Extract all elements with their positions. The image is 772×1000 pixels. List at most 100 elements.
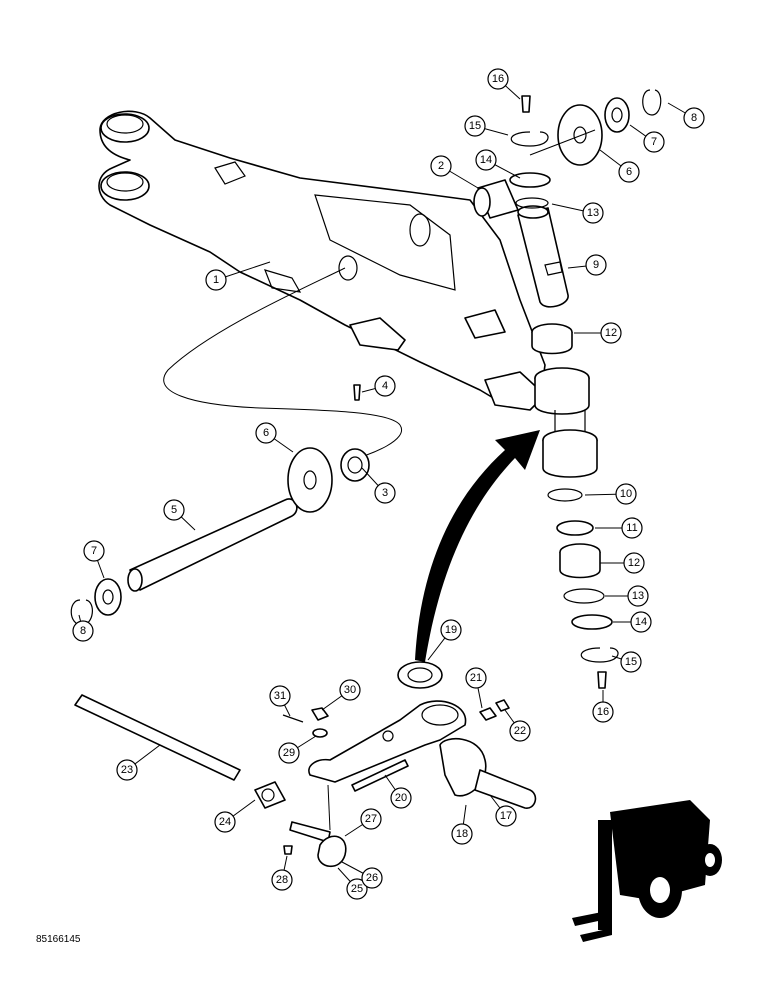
snap-ring-8-top: [642, 89, 662, 116]
callout-7: 7: [629, 124, 665, 153]
grease-fitting-28: [283, 845, 293, 855]
callout-label: 6: [263, 427, 269, 439]
callout-10: 10: [584, 483, 637, 505]
callout-19: 19: [427, 619, 462, 661]
callout-26: 26: [341, 861, 383, 889]
callout-label: 26: [366, 872, 378, 884]
callout-label: 31: [274, 690, 286, 702]
nut-30: [311, 707, 329, 721]
callout-7: 7: [83, 540, 105, 579]
callout-22: 22: [504, 709, 531, 742]
callout-circle: [374, 482, 396, 504]
callout-circle: [205, 269, 227, 291]
callout-circle: [271, 869, 293, 891]
washer-7-left: [94, 578, 122, 616]
callout-label: 12: [605, 327, 617, 339]
callout-circle: [623, 552, 645, 574]
callout-28: 28: [271, 855, 293, 891]
grease-fitting-16-top: [521, 95, 531, 113]
callout-circle: [390, 787, 412, 809]
callout-label: 20: [395, 792, 407, 804]
callout-label: 28: [276, 874, 288, 886]
grease-fitting-16-bottom: [597, 671, 607, 689]
washer-7-top: [604, 97, 630, 133]
callout-11: 11: [595, 517, 643, 539]
callout-label: 18: [456, 828, 468, 840]
document-id: 85166145: [36, 934, 81, 945]
callout-label: 22: [514, 725, 526, 737]
callout-label: 29: [283, 747, 295, 759]
callout-12: 12: [574, 322, 622, 344]
seal-10: [547, 488, 583, 502]
callout-label: 15: [469, 120, 481, 132]
callout-circle: [255, 422, 277, 444]
nut-21: [479, 707, 497, 721]
callout-label: 16: [597, 706, 609, 718]
callout-27: 27: [344, 808, 382, 837]
callout-circle: [451, 823, 473, 845]
callout-circle: [621, 517, 643, 539]
callout-8: 8: [72, 614, 94, 642]
callout-5: 5: [163, 499, 196, 531]
thrust-washer-6-left: [287, 447, 333, 513]
washer-29: [312, 728, 328, 738]
callout-circle: [620, 651, 642, 673]
callout-circle: [430, 155, 452, 177]
callout-label: 7: [91, 545, 97, 557]
callout-label: 21: [470, 672, 482, 684]
callout-15: 15: [611, 651, 642, 673]
callout-circle: [600, 322, 622, 344]
clamp-24: [254, 781, 286, 809]
callout-9: 9: [567, 254, 607, 276]
callout-label: 9: [593, 259, 599, 271]
callout-circle: [269, 685, 291, 707]
callout-group: 1234566778891011121213131414151516161718…: [72, 68, 705, 900]
bolt-20: [351, 759, 409, 792]
callout-label: 8: [80, 625, 86, 637]
callout-label: 10: [620, 488, 632, 500]
callout-circle: [585, 254, 607, 276]
callout-25: 25: [337, 867, 368, 900]
callout-circle: [495, 805, 517, 827]
grease-fitting-4: [353, 384, 361, 401]
callout-circle: [361, 867, 383, 889]
callout-label: 11: [626, 522, 637, 534]
callout-1: 1: [205, 261, 271, 291]
callout-circle: [592, 701, 614, 723]
callout-label: 24: [219, 816, 231, 828]
steering-knuckle: [308, 700, 537, 809]
upper-pivot-boss: [534, 367, 590, 415]
callout-circle: [643, 131, 665, 153]
callout-label: 13: [587, 207, 599, 219]
callout-label: 2: [438, 160, 444, 172]
callout-14: 14: [475, 149, 521, 179]
callout-label: 13: [632, 590, 644, 602]
tie-rod-23: [74, 694, 241, 781]
callout-circle: [360, 808, 382, 830]
callout-circle: [465, 667, 487, 689]
callout-label: 27: [365, 813, 377, 825]
callout-21: 21: [465, 667, 487, 709]
o-ring-13-top: [515, 197, 549, 209]
callout-2: 2: [430, 155, 479, 189]
callout-15: 15: [464, 115, 509, 137]
callout-circle: [475, 149, 497, 171]
thrust-washer-6-top: [557, 104, 603, 166]
forklift-icon: [572, 800, 722, 942]
callout-29: 29: [278, 735, 317, 764]
callout-label: 8: [691, 112, 697, 124]
callout-circle: [72, 620, 94, 642]
callout-label: 3: [382, 487, 388, 499]
callout-label: 4: [382, 380, 388, 392]
callout-circle: [582, 202, 604, 224]
pivot-pin-5: [127, 498, 298, 592]
callout-circle: [339, 679, 361, 701]
callout-circle: [214, 811, 236, 833]
callout-13: 13: [605, 585, 649, 607]
callout-24: 24: [214, 799, 256, 833]
callout-label: 23: [121, 764, 133, 776]
axle-housing: [98, 110, 546, 411]
callout-label: 5: [171, 504, 177, 516]
callout-16: 16: [592, 690, 614, 723]
